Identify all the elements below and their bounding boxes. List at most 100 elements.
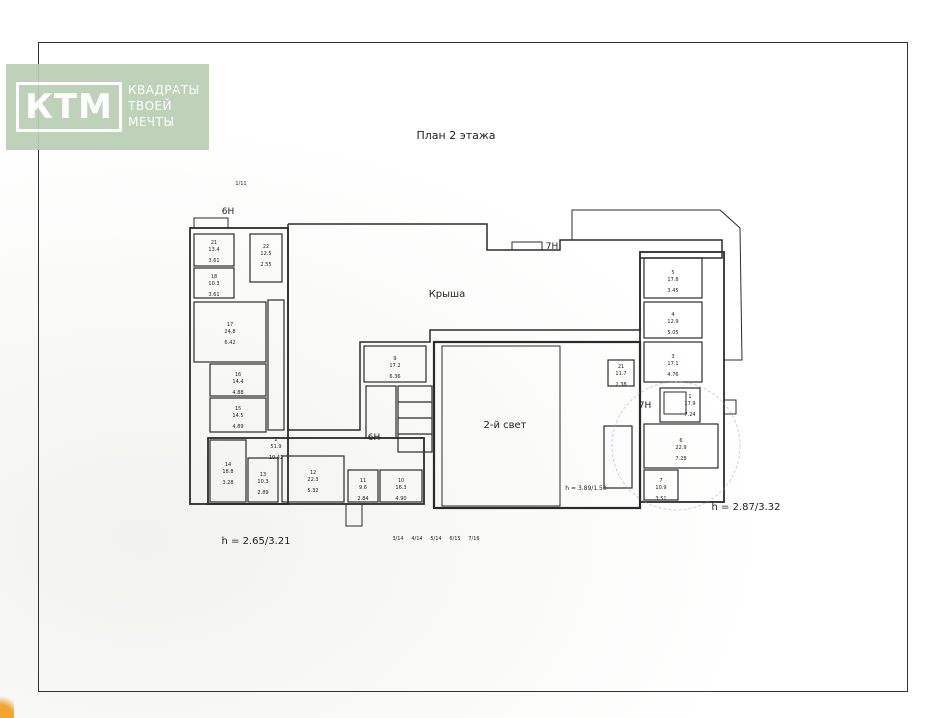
room-area: 14.5: [232, 413, 243, 419]
room-width: 3.28: [222, 480, 233, 486]
room-number: 15: [235, 406, 241, 412]
top-note: 1/11: [235, 181, 246, 187]
room-number: 21: [618, 364, 624, 370]
room-15: [209, 397, 267, 433]
room-area: 17.1: [667, 361, 678, 367]
room-number: 10: [398, 478, 404, 484]
room-10: [379, 469, 423, 503]
room-area: 9.6: [359, 485, 367, 491]
room-number: 7: [659, 478, 662, 484]
entrance-step: [345, 503, 363, 527]
bottom-note: 6/15: [449, 536, 460, 542]
room-number: 2: [274, 437, 277, 443]
room-area: 18.8: [222, 469, 233, 475]
bottom-note: 3/14: [392, 536, 403, 542]
room-width: 6.36: [389, 374, 400, 380]
logo-text: КВАДРАТЫ ТВОЕЙ МЕЧТЫ: [128, 82, 200, 130]
logo-line-3: МЕЧТЫ: [128, 115, 175, 129]
roof-outline: [287, 223, 723, 431]
room-width: 4.89: [232, 424, 243, 430]
room-14: [209, 439, 247, 503]
room-width: 5.05: [667, 330, 678, 336]
roof-label: Крыша: [429, 289, 466, 300]
second-light-hall: [432, 340, 642, 510]
room-area: 12.5: [260, 251, 271, 257]
room-number: 3: [671, 354, 674, 360]
room-12: [281, 455, 345, 503]
room-area: 51.9: [270, 444, 281, 450]
room-13: [247, 457, 279, 503]
room-3: [643, 341, 703, 383]
room-16: [209, 363, 267, 397]
room-number: 14: [225, 462, 231, 468]
room-labels: 2113.43.612212.52.551810.33.611724.86.42…: [208, 240, 695, 502]
corridor-2: [267, 299, 285, 431]
room-1: [659, 387, 701, 423]
room-area: 12.9: [667, 319, 678, 325]
overhang-outline: [571, 209, 743, 361]
height-center-label: h = 3.89/1.50: [565, 485, 607, 492]
room-area: 17.9: [684, 401, 695, 407]
room-number: 1: [688, 394, 691, 400]
room-width: 6.42: [224, 340, 235, 346]
room-21b: [607, 359, 635, 387]
room-area: 10.3: [257, 479, 268, 485]
sanitary-block: [397, 385, 433, 453]
room-width: 2.89: [257, 490, 268, 496]
room-6: [643, 423, 719, 469]
room-number: 16: [235, 372, 241, 378]
room-number: 13: [260, 472, 266, 478]
room-area: 10.3: [208, 281, 219, 287]
room-9: [363, 345, 427, 383]
room-22: [249, 233, 283, 283]
bottom-note: 4/14: [411, 536, 422, 542]
room-17: [193, 301, 267, 363]
room-width: 7.28: [675, 456, 686, 462]
stair-7h-top: [511, 241, 543, 251]
room-number: 4: [671, 312, 674, 318]
right-wing: [639, 251, 725, 503]
room-area: 10.9: [655, 485, 666, 491]
room-width: 2.38: [615, 382, 626, 388]
room-area: 22.9: [675, 445, 686, 451]
room-number: 21: [211, 240, 217, 246]
room-7: [643, 469, 679, 501]
stair-6h-center-label: 6Н: [368, 433, 381, 443]
stair-7h-right-label: 7Н: [639, 401, 652, 411]
room-4: [643, 301, 703, 339]
room-width: 4.90: [395, 496, 406, 502]
room-number: 5: [671, 270, 674, 276]
stair-6h-left-label: 6Н: [222, 207, 235, 217]
room-width: 2.55: [260, 262, 271, 268]
room-number: 6: [679, 438, 682, 444]
stair-6h-center: [365, 385, 397, 439]
height-left-label: h = 2.65/3.21: [222, 536, 291, 547]
room-5: [643, 257, 703, 299]
ktm-logo: КТМ КВАДРАТЫ ТВОЕЙ МЕЧТЫ: [6, 64, 209, 150]
stair-7h-top-label: 7Н: [546, 242, 559, 252]
room-area: 17.8: [667, 277, 678, 283]
room-area: 11.7: [615, 371, 626, 377]
room-width: 5.32: [307, 488, 318, 494]
room-number: 9: [393, 356, 396, 362]
logo-line-2: ТВОЕЙ: [128, 99, 173, 113]
room-area: 17.2: [389, 363, 400, 369]
room-number: 22: [263, 244, 269, 250]
right-door: [723, 399, 737, 415]
room-number: 17: [227, 322, 233, 328]
room-18: [193, 267, 235, 299]
room-width: 3.61: [208, 292, 219, 298]
left-wing: [189, 227, 289, 505]
room-width: 3.45: [667, 288, 678, 294]
room-width: 3.61: [208, 258, 219, 264]
room-width: 3.51: [655, 496, 666, 502]
room-area: 13.4: [208, 247, 219, 253]
bottom-note: 7/16: [468, 536, 479, 542]
stair-7h-right: [663, 391, 687, 415]
small-room: [603, 425, 633, 489]
logo-line-1: КВАДРАТЫ: [128, 83, 200, 97]
second-light-label: 2-й свет: [483, 420, 526, 431]
room-width: 4.88: [232, 390, 243, 396]
